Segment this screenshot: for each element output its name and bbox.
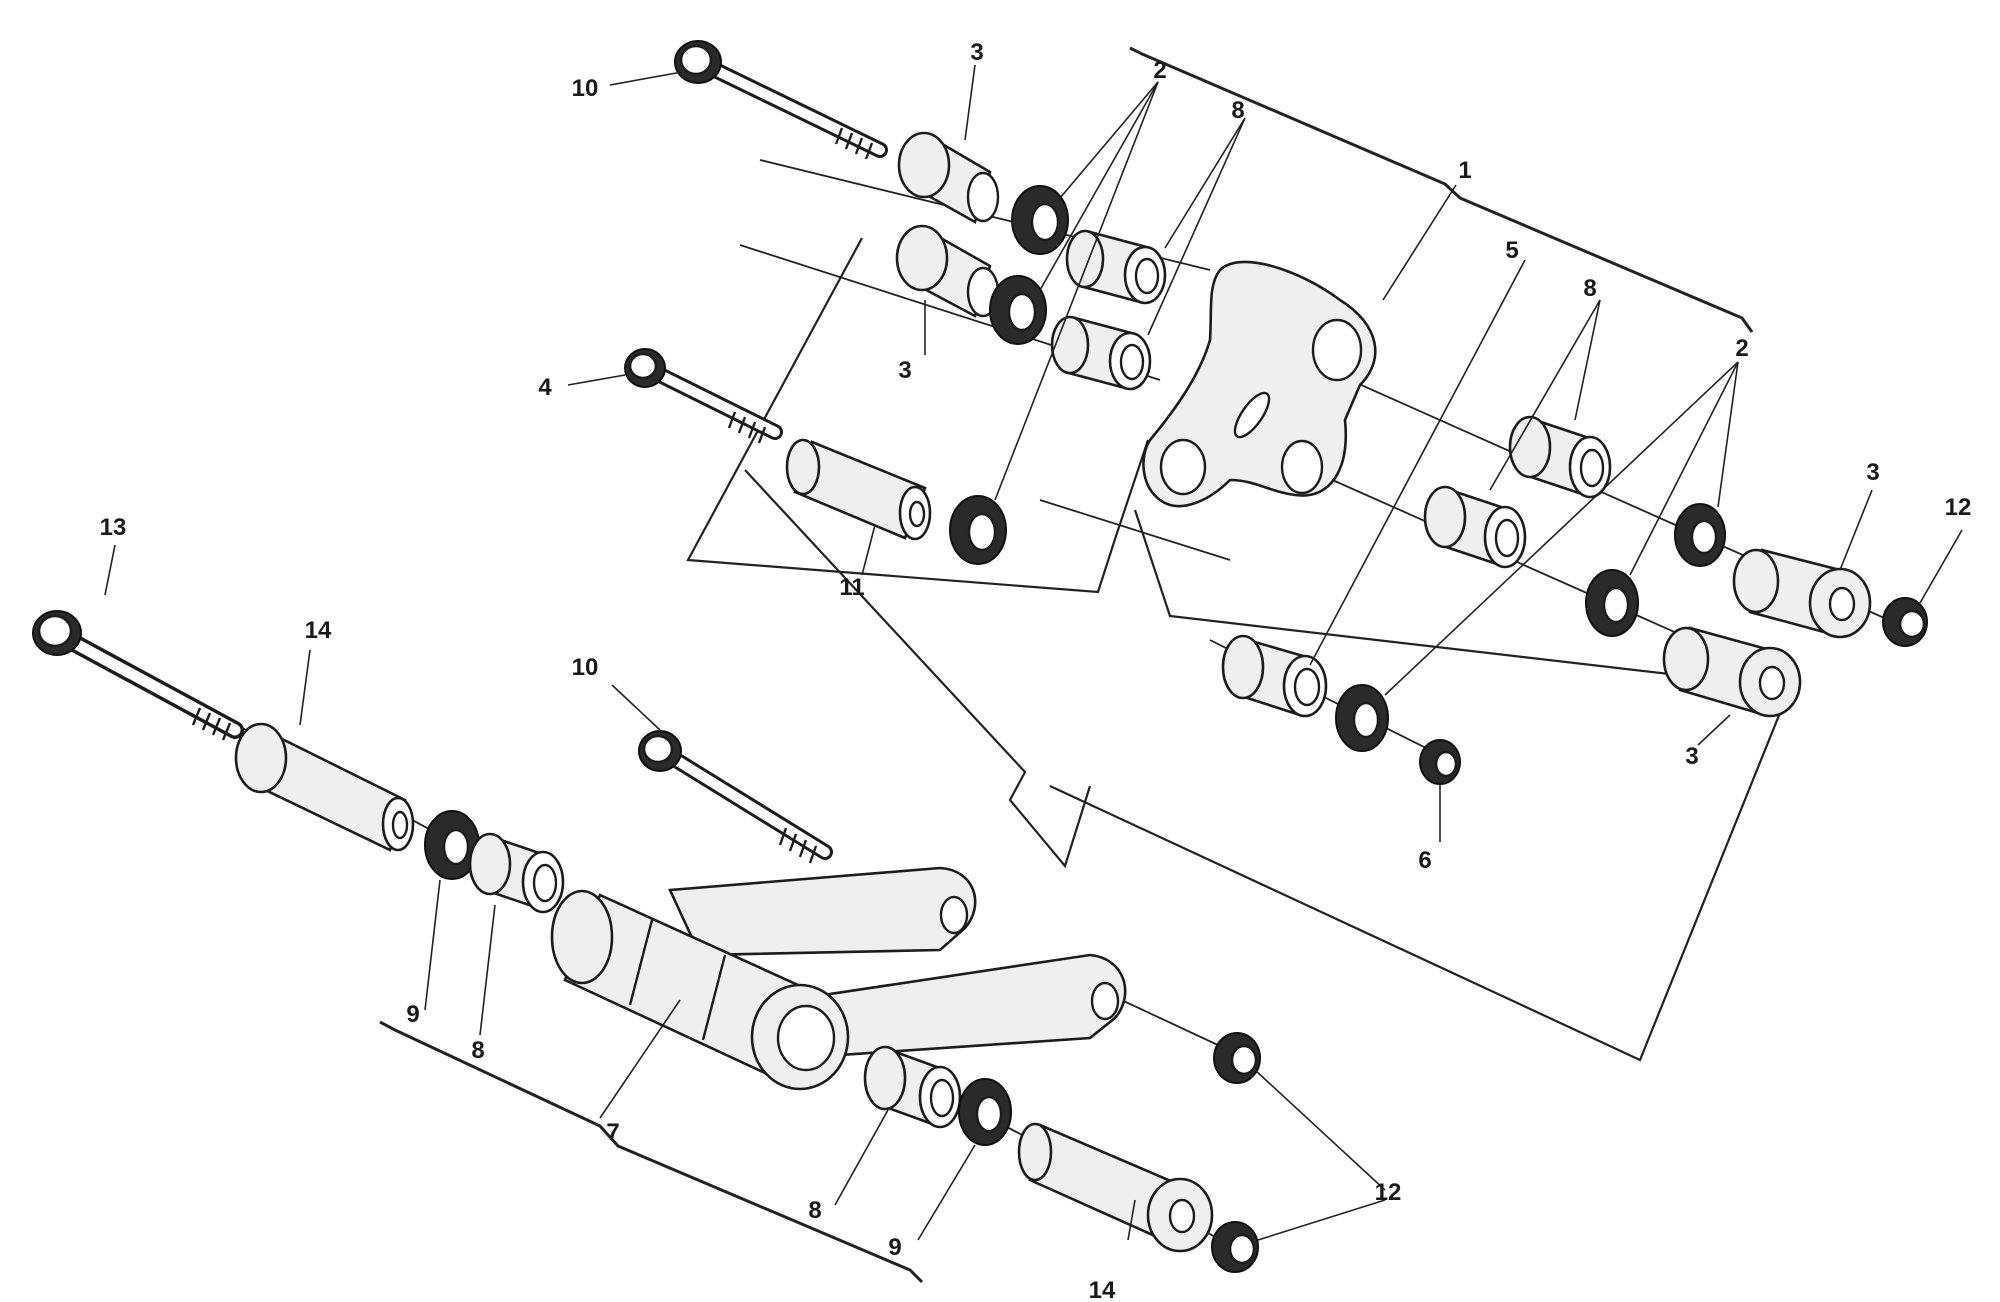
callout-10-top: 10: [572, 75, 599, 102]
exploded-frame-upper: [686, 237, 1150, 594]
exploded-frame-right: [1049, 509, 1792, 1062]
callout-3-top: 3: [970, 39, 983, 66]
bolt-4: [624, 348, 783, 444]
link-plate-1: [1142, 260, 1377, 508]
bolt-10-lower: [638, 730, 833, 864]
bushing-8-right-top: [1508, 415, 1612, 499]
bolt-10-upper: [674, 40, 888, 160]
spacer-3-top: [897, 131, 1000, 224]
callout-12-right: 12: [1945, 494, 1972, 521]
nut-12-bottom: [1211, 1221, 1259, 1273]
callout-5: 5: [1505, 237, 1518, 264]
spacer-14-left: [234, 722, 415, 852]
callout-11: 11: [839, 574, 864, 601]
axis-upper-3: [1039, 499, 1231, 561]
callout-2-top: 2: [1153, 57, 1166, 84]
seal-9-lower: [958, 1078, 1012, 1146]
callout-3-second: 3: [898, 357, 911, 384]
callout-9-left: 9: [406, 1001, 419, 1028]
spacer-11: [785, 438, 932, 541]
seal-2-top: [1011, 185, 1069, 255]
callout-8-right: 8: [1583, 275, 1596, 302]
bolt-13: [32, 610, 244, 741]
exploded-frame-middle: [744, 469, 1092, 869]
linkage-arm-7: [550, 866, 1127, 1091]
callout-9-lower: 9: [888, 1234, 901, 1261]
callout-14-left: 14: [305, 617, 332, 644]
callout-8-lower: 8: [808, 1197, 821, 1224]
seal-9-left: [424, 810, 480, 880]
callout-13: 13: [100, 514, 127, 541]
nut-12-right: [1882, 597, 1928, 647]
callout-10-lower: 10: [572, 654, 599, 681]
callout-3-right-top: 3: [1866, 459, 1879, 486]
seal-2-right-bottom: [1585, 569, 1639, 637]
spacer-3-second: [895, 224, 1000, 318]
callout-8-left: 8: [471, 1037, 484, 1064]
spacer-3-right-bottom: [1662, 626, 1802, 718]
bushing-8-left: [468, 832, 565, 914]
spacer-3-right-top: [1732, 548, 1872, 639]
callout-7: 7: [606, 1119, 619, 1146]
callout-8-top: 8: [1231, 97, 1244, 124]
bushing-8-right-bottom: [1423, 485, 1527, 569]
seal-2-lower: [1335, 684, 1389, 752]
bushing-8-second: [1050, 315, 1152, 391]
callout-3-right-bottom: 3: [1685, 743, 1698, 770]
callout-6: 6: [1418, 847, 1431, 874]
callout-1: 1: [1458, 157, 1471, 184]
spacer-14-lower: [1017, 1122, 1214, 1253]
callout-2-right: 2: [1735, 335, 1748, 362]
callout-14-lower: 14: [1089, 1277, 1116, 1302]
nut-6: [1419, 739, 1461, 785]
callout-12-bottom: 12: [1375, 1179, 1402, 1206]
bushing-8-top: [1065, 229, 1167, 305]
nut-12-middle: [1213, 1032, 1261, 1084]
assembly-brace-7: [379, 1020, 924, 1284]
callout-4: 4: [538, 374, 552, 401]
seal-2-second: [989, 275, 1047, 345]
seal-2-third: [949, 495, 1007, 565]
leader-lines: [104, 64, 1963, 1241]
bushing-5: [1221, 634, 1328, 718]
seal-2-right-top: [1674, 503, 1726, 567]
bushing-8-lower: [863, 1045, 962, 1129]
